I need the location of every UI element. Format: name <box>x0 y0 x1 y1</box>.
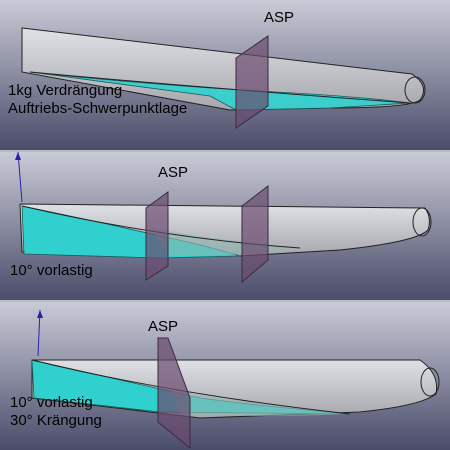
panel-divider <box>0 300 450 302</box>
asp-label: ASP <box>158 164 189 181</box>
asp-label: ASP <box>148 318 179 335</box>
label-line-1: 10° vorlastig <box>10 394 93 411</box>
hull-render-1 <box>0 0 450 150</box>
axis-line <box>17 152 23 203</box>
asp-plane <box>157 337 191 450</box>
label-line-1: 10° vorlastig <box>10 262 93 279</box>
panel-divider <box>0 150 450 152</box>
asp-plane <box>241 184 269 284</box>
label-line-1: 1kg Verdrängung <box>8 82 123 99</box>
hull-render-3 <box>0 302 450 450</box>
panel-3: ASP 10° vorlastig 30° Krängung <box>0 302 450 450</box>
asp-plane <box>235 35 269 129</box>
hull-render-2 <box>0 152 450 300</box>
panel-1: ASP 1kg Verdrängung Auftriebs-Schwerpunk… <box>0 0 450 150</box>
asp-plane <box>145 191 169 281</box>
asp-label: ASP <box>264 9 295 26</box>
label-line-2: 30° Krängung <box>10 412 102 429</box>
panel-2: ASP 10° vorlastig <box>0 152 450 300</box>
label-line-2: Auftriebs-Schwerpunktlage <box>8 100 188 117</box>
